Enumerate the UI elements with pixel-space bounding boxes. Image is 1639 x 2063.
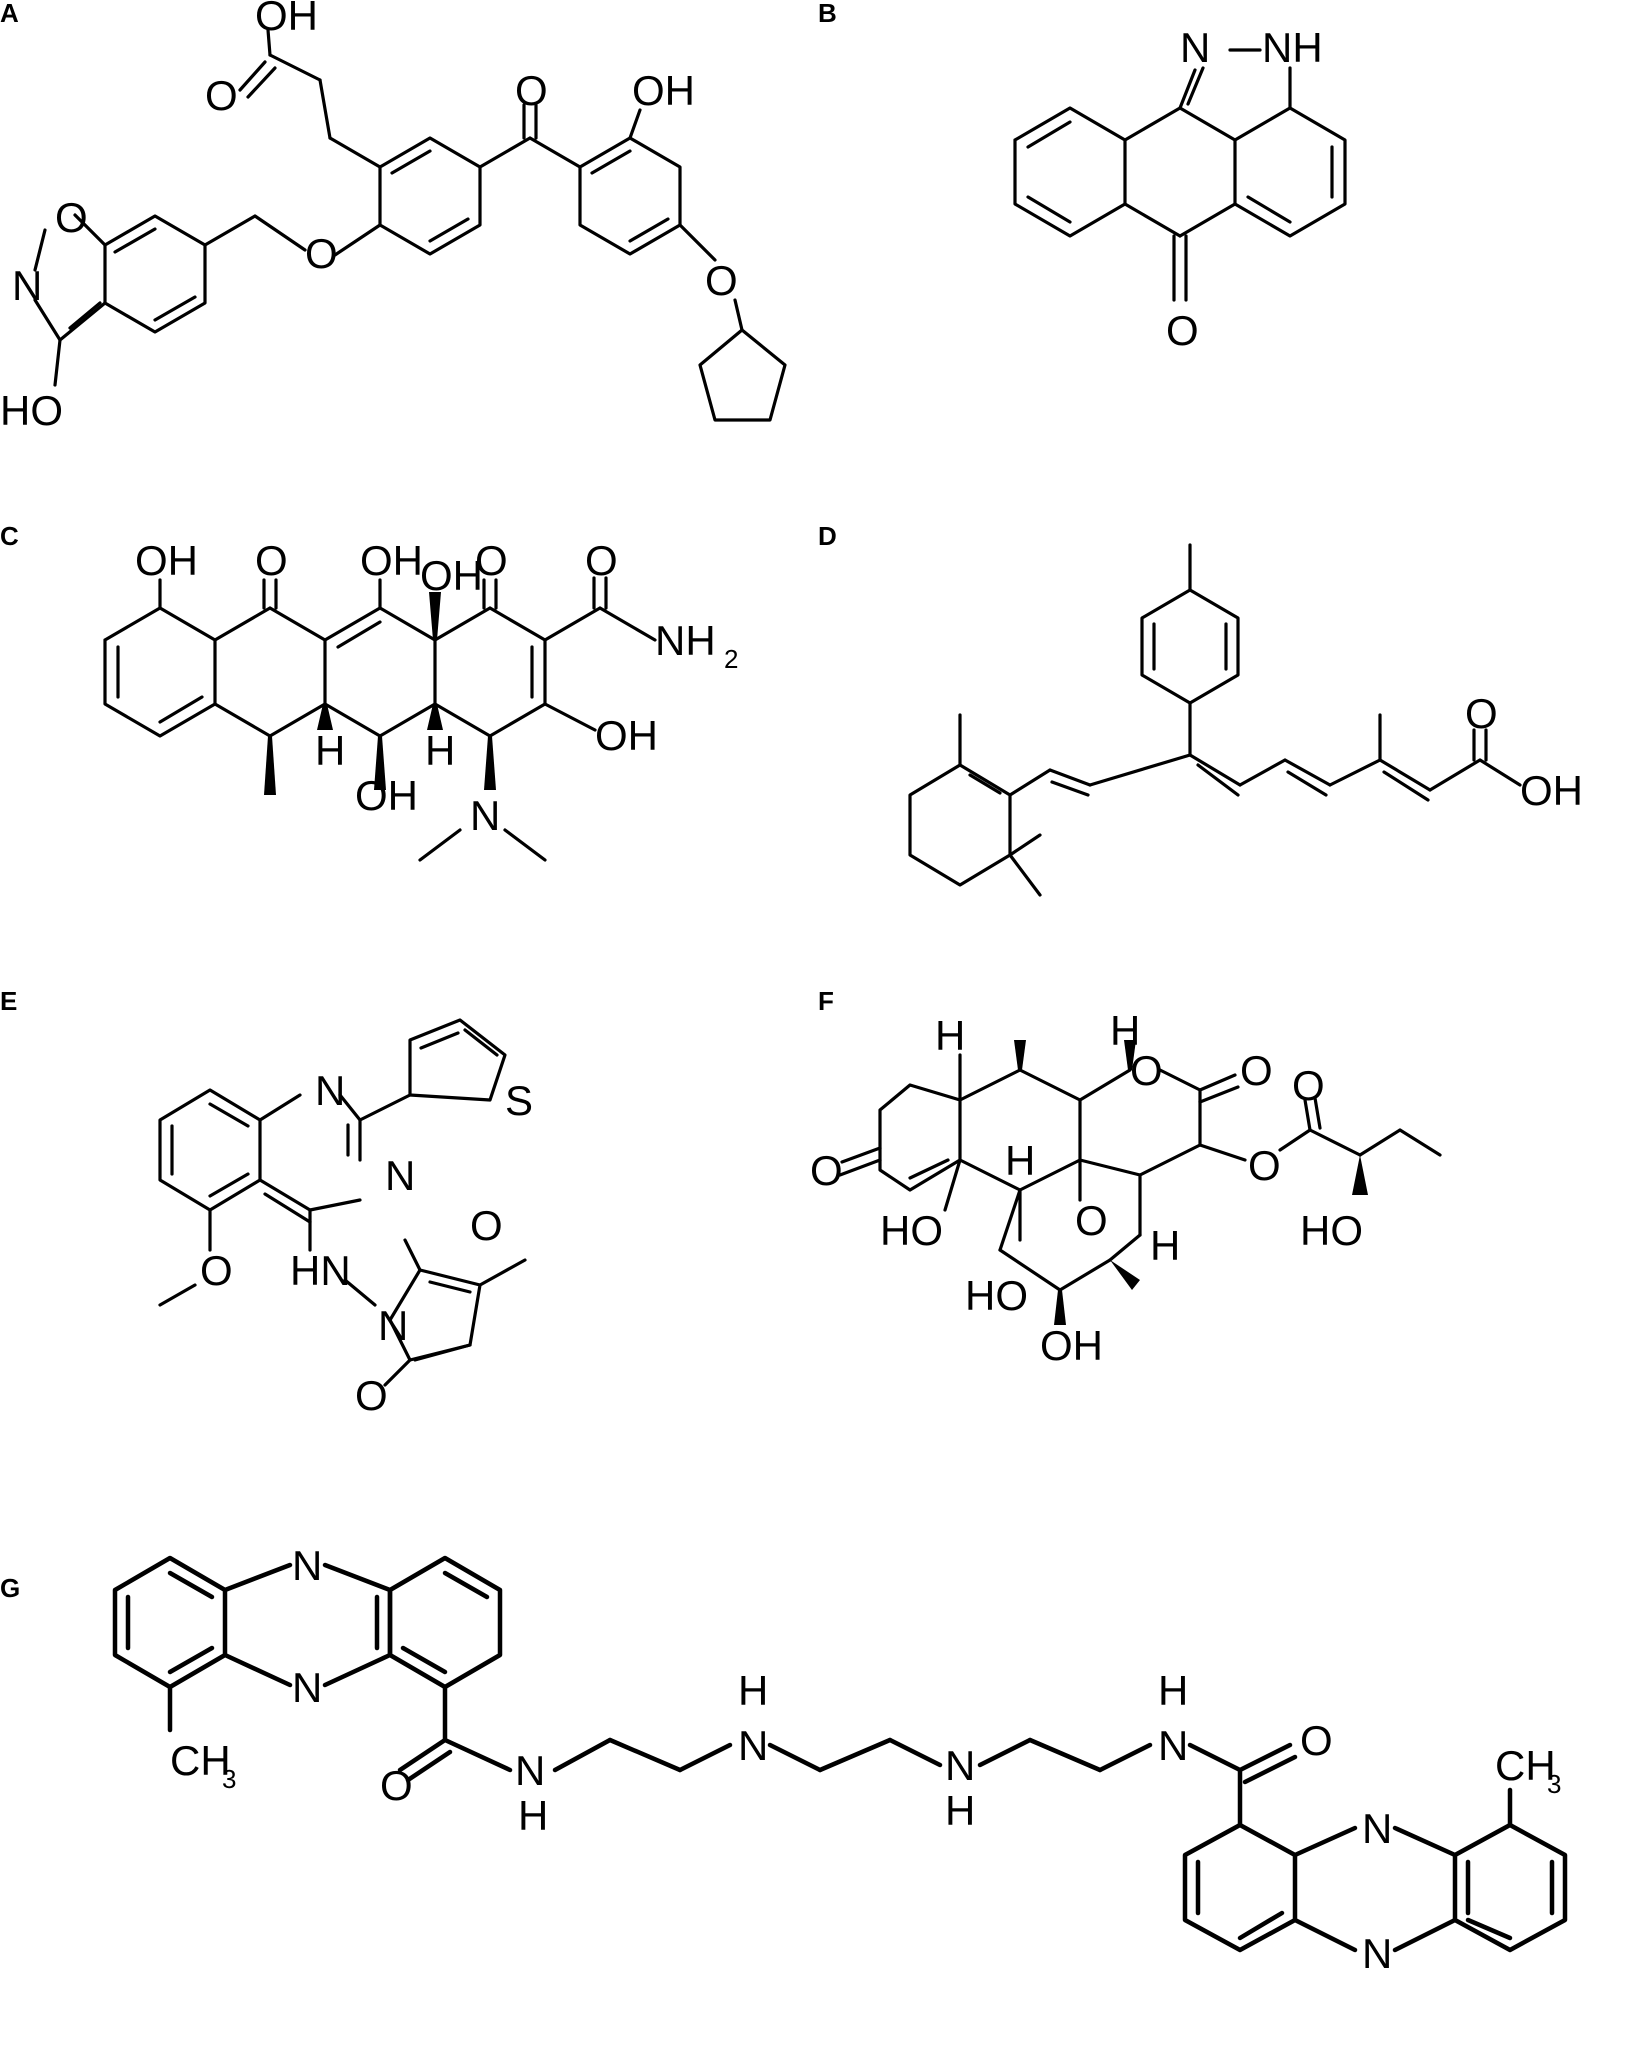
atom-g-nh-left-n: N <box>515 1747 545 1794</box>
atom-g-nh-left-h: H <box>518 1792 548 1839</box>
panel-e-label: E <box>0 986 17 1016</box>
structure-d: O OH <box>908 543 1583 897</box>
atom-g-n-mid: N <box>292 1664 322 1711</box>
atom-f-o-lactone: O <box>1240 1047 1273 1094</box>
atom-g-nh3-h: H <box>945 1787 975 1834</box>
atom-d-oh: OH <box>1520 767 1583 814</box>
atom-f-h3: H <box>1005 1137 1035 1184</box>
atom-c-n: N <box>470 792 500 839</box>
structure-e: N N S O HN N O O <box>158 1018 533 1419</box>
atom-g-nh4-h: H <box>1158 1667 1188 1714</box>
atom-f-ho2: HO <box>1300 1207 1363 1254</box>
atom-g-nh3-n: N <box>945 1742 975 1789</box>
atom-c-oh5: OH <box>355 772 418 819</box>
panel-b: B N NH O <box>818 0 1347 354</box>
atom-a-isox-n: N <box>12 262 42 309</box>
atom-g-nh2-n: N <box>738 1722 768 1769</box>
panel-d-label: D <box>818 521 837 551</box>
panel-d: D <box>818 521 1583 897</box>
atom-c-h1: H <box>315 727 345 774</box>
atom-g-nh4-n: N <box>1158 1722 1188 1769</box>
atom-g-o-left: O <box>380 1762 413 1809</box>
atom-g-ch3-left-sub: 3 <box>222 1764 236 1794</box>
panel-f-label: F <box>818 986 834 1016</box>
panel-c: C <box>0 521 738 862</box>
atom-a-ether-o2: O <box>705 257 738 304</box>
atom-f-o-ketone: O <box>810 1147 843 1194</box>
atom-f-h4: H <box>1150 1222 1180 1269</box>
atom-b-n1: N <box>1180 24 1210 71</box>
atom-e-hn: HN <box>290 1247 351 1294</box>
atom-f-o-ester: O <box>1248 1142 1281 1189</box>
panel-g-label: G <box>0 1573 20 1603</box>
atom-c-o3: O <box>585 537 618 584</box>
atom-g-n-right-top: N <box>1362 1805 1392 1852</box>
structure-b: N NH O <box>1013 24 1347 354</box>
atom-f-h2: H <box>1110 1007 1140 1054</box>
atom-g-ch3-right: CH <box>1495 1742 1556 1789</box>
atom-g-o-right: O <box>1300 1717 1333 1764</box>
atom-b-o: O <box>1166 307 1199 354</box>
panel-a: A <box>0 0 787 434</box>
atom-f-oh: OH <box>1040 1322 1103 1369</box>
atom-e-n1: N <box>315 1067 345 1114</box>
atom-e-n2: N <box>385 1152 415 1199</box>
atom-e-o2: O <box>355 1372 388 1419</box>
structure-c: OH O OH OH O O NH 2 OH OH H H N <box>103 537 738 862</box>
atom-f-ho1: HO <box>880 1207 943 1254</box>
atom-a-ether-o1: O <box>305 230 338 277</box>
atom-a-cooh-oh: OH <box>255 0 318 39</box>
structure-f: H H O O H O O O HO O H HO HO OH <box>810 1007 1442 1369</box>
panel-a-label: A <box>0 0 19 28</box>
atom-g-ch3-right-sub: 3 <box>1547 1769 1561 1799</box>
atom-g-n-right-bot: N <box>1362 1930 1392 1977</box>
panel-c-label: C <box>0 521 19 551</box>
atom-c-o2: O <box>475 537 508 584</box>
atom-c-nh2: NH <box>655 617 716 664</box>
atom-e-s: S <box>505 1077 533 1124</box>
atom-g-ch3-left: CH <box>170 1737 231 1784</box>
panel-e: E <box>0 986 533 1419</box>
atom-c-nh2-sub: 2 <box>724 644 738 674</box>
atom-c-o1: O <box>255 537 288 584</box>
structure-g: N N CH 3 O N H H N N H H N O CH 3 N N <box>112 1542 1568 1977</box>
atom-f-o-bridge: O <box>1075 1197 1108 1244</box>
panel-g: G <box>0 1542 1568 1977</box>
atom-f-o-ring: O <box>1130 1047 1163 1094</box>
atom-c-oh1: OH <box>135 537 198 584</box>
atom-c-oh4: OH <box>595 712 658 759</box>
atom-f-ho3: HO <box>965 1272 1028 1319</box>
atom-g-nh2-h: H <box>738 1667 768 1714</box>
atom-a-cooh-o: O <box>205 72 238 119</box>
atom-a-isox-oh: HO <box>0 387 63 434</box>
structure-a: OH O O OH O O O N HO <box>0 0 787 434</box>
atom-f-h1: H <box>935 1012 965 1059</box>
panel-b-label: B <box>818 0 837 28</box>
atom-e-o1: O <box>470 1202 503 1249</box>
atom-a-ketone-o: O <box>515 67 548 114</box>
atom-a-phenol-oh: OH <box>632 67 695 114</box>
panel-f: F <box>810 986 1442 1369</box>
atom-c-oh2: OH <box>360 537 423 584</box>
atom-e-n3: N <box>378 1302 408 1349</box>
atom-c-oh3: OH <box>420 552 483 599</box>
atom-f-o-carbonyl: O <box>1292 1062 1325 1109</box>
atom-a-isox-o: O <box>55 194 88 241</box>
atom-c-h2: H <box>425 727 455 774</box>
atom-d-o: O <box>1465 690 1498 737</box>
atom-e-o-ring: O <box>200 1247 233 1294</box>
atom-g-n-top: N <box>292 1542 322 1589</box>
atom-b-nh: NH <box>1262 24 1323 71</box>
